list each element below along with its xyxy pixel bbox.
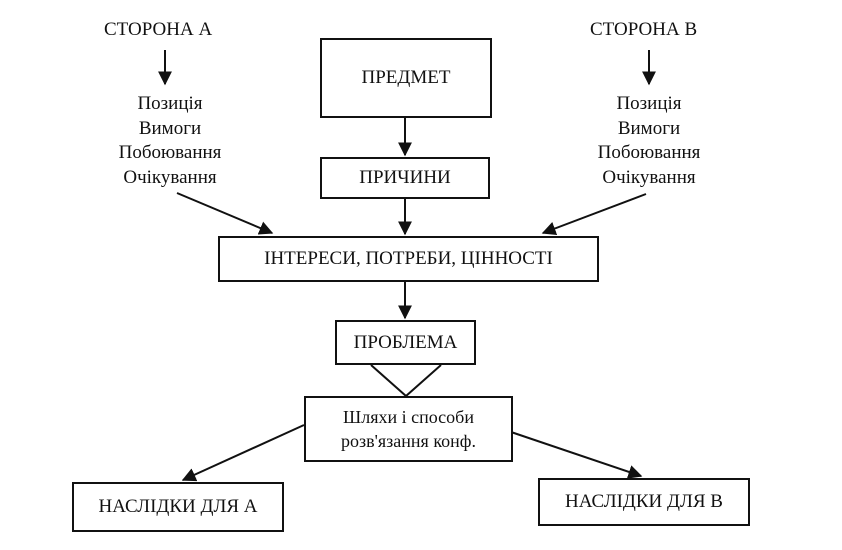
side-b-item: Позиція bbox=[616, 93, 682, 114]
side-a-item: Позиція bbox=[137, 93, 203, 114]
side-b-item: Побоювання bbox=[597, 142, 701, 163]
problem-label: ПРОБЛЕМА bbox=[353, 331, 458, 353]
side-b-title: СТОРОНА В bbox=[590, 19, 698, 40]
consequences-a-box: НАСЛІДКИ ДЛЯ А bbox=[72, 482, 284, 532]
resolution-label-line1: Шляхи і способи bbox=[343, 407, 474, 427]
interests-label: ІНТЕРЕСИ, ПОТРЕБИ, ЦІННОСТІ bbox=[264, 248, 553, 269]
side-b-item: Очікування bbox=[602, 166, 696, 188]
resolution-box: Шляхи і способи розв'язання конф. bbox=[304, 396, 513, 462]
subject-label: ПРЕДМЕТ bbox=[361, 67, 451, 88]
consequences-b-label: НАСЛІДКИ ДЛЯ В bbox=[565, 491, 723, 512]
side-a-item: Очікування bbox=[123, 166, 217, 188]
side-a-list: Позиція Вимоги Побоювання Очікування bbox=[100, 92, 240, 190]
arrow-resolution-to-consequences-a bbox=[181, 424, 305, 482]
side-b-list: Позиція Вимоги Побоювання Очікування bbox=[579, 92, 719, 190]
subject-box: ПРЕДМЕТ bbox=[320, 38, 492, 118]
arrow-side-b-to-interests bbox=[541, 193, 647, 236]
side-b-item: Вимоги bbox=[617, 117, 681, 139]
side-a-title: СТОРОНА А bbox=[104, 19, 213, 40]
arrow-side-a-to-interests bbox=[176, 192, 274, 235]
side-a-item: Побоювання bbox=[118, 142, 222, 163]
causes-label: ПРИЧИНИ bbox=[359, 167, 451, 188]
funnel-problem-to-resolution bbox=[370, 364, 442, 398]
problem-box: ПРОБЛЕМА bbox=[335, 320, 476, 365]
side-a-item: Вимоги bbox=[138, 117, 202, 139]
arrow-resolution-to-consequences-b bbox=[510, 431, 643, 479]
consequences-a-label: НАСЛІДКИ ДЛЯ А bbox=[98, 496, 258, 517]
resolution-label-line2: розв'язання конф. bbox=[341, 431, 476, 451]
interests-box: ІНТЕРЕСИ, ПОТРЕБИ, ЦІННОСТІ bbox=[218, 236, 599, 282]
consequences-b-box: НАСЛІДКИ ДЛЯ В bbox=[538, 478, 750, 526]
causes-box: ПРИЧИНИ bbox=[320, 157, 490, 199]
